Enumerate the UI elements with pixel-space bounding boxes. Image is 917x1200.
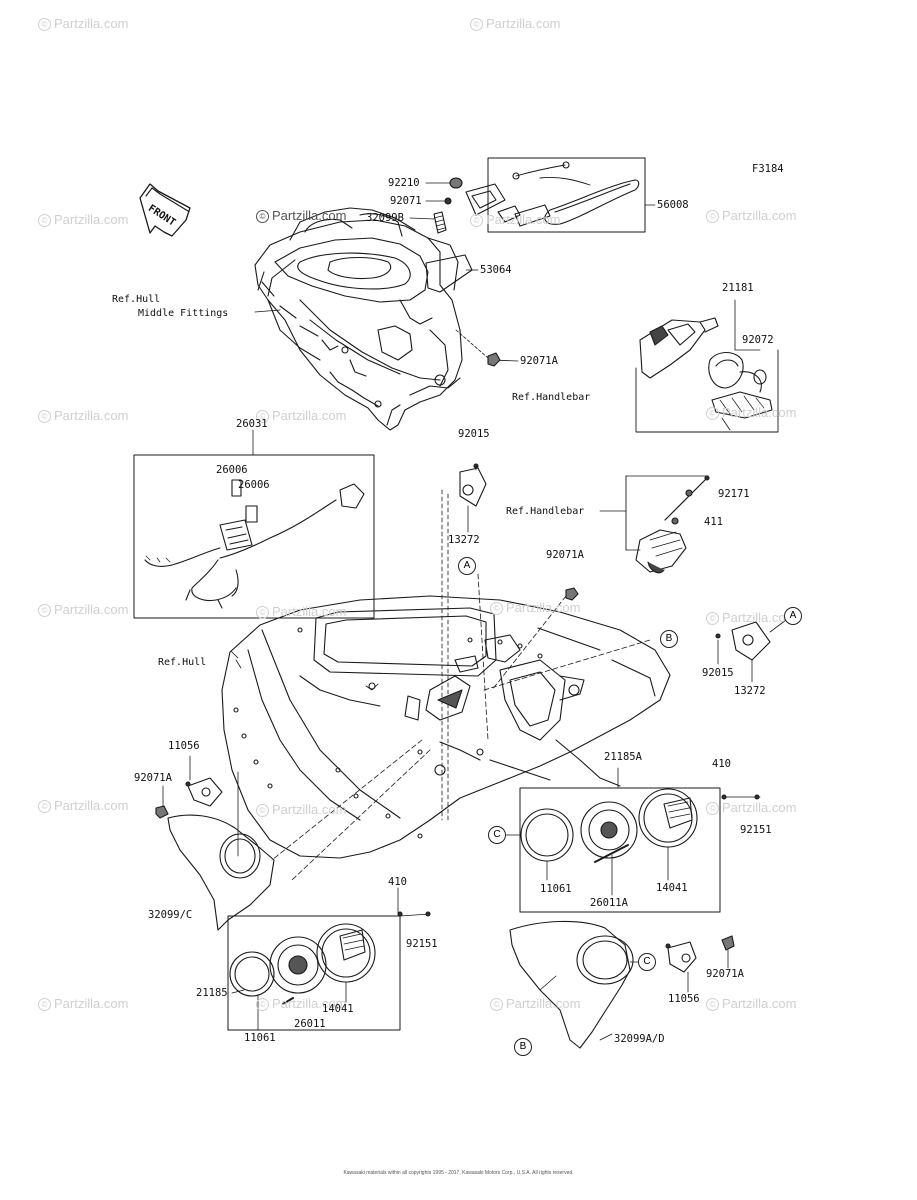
- callout-a: A: [458, 557, 476, 575]
- part-label: 92015: [458, 428, 490, 440]
- watermark: ©Partzilla.com: [706, 996, 796, 1011]
- watermark: ©Partzilla.com: [38, 996, 128, 1011]
- part-label: 410: [388, 876, 407, 888]
- watermark: ©Partzilla.com: [256, 802, 346, 817]
- hull-drawing: [221, 595, 671, 859]
- watermark: ©Partzilla.com: [256, 408, 346, 423]
- copyright-notice: Kawasaki materials within all copyrights…: [343, 1170, 574, 1176]
- watermark: ©Partzilla.com: [490, 996, 580, 1011]
- part-label: 92210: [388, 177, 420, 189]
- part-label: 92015: [702, 667, 734, 679]
- part-label: 21185A: [604, 751, 642, 763]
- watermark: ©Partzilla.com: [256, 208, 346, 223]
- part-label: 92151: [406, 938, 438, 950]
- ref-handlebar-upper: Ref.Handlebar: [512, 392, 591, 403]
- ref-middle-fittings: Middle Fittings: [138, 308, 229, 319]
- part-label: 14041: [656, 882, 688, 894]
- part-label: 411: [704, 516, 723, 528]
- watermark: ©Partzilla.com: [706, 800, 796, 815]
- part-label: 11056: [168, 740, 200, 752]
- dashed-reference-lines: [271, 573, 651, 881]
- front-arrow-icon: [139, 183, 191, 237]
- part-label: 92072: [742, 334, 774, 346]
- leader-lines: [254, 182, 656, 362]
- switch-21181-drawing: [635, 299, 779, 433]
- diagram-code: F3184: [752, 163, 784, 175]
- part-label: 32099A/D: [614, 1033, 665, 1045]
- cover-32099c-drawing: [155, 755, 275, 931]
- watermark: ©Partzilla.com: [38, 408, 128, 423]
- part-label: 26031: [236, 418, 268, 430]
- watermark: ©Partzilla.com: [256, 996, 346, 1011]
- watermark: ©Partzilla.com: [470, 212, 560, 227]
- watermark: ©Partzilla.com: [490, 600, 580, 615]
- watermark: ©Partzilla.com: [38, 602, 128, 617]
- nut-92071a-top: [487, 352, 501, 367]
- part-label: 21185: [196, 987, 228, 999]
- part-label: 53064: [480, 264, 512, 276]
- part-label: 14041: [322, 1003, 354, 1015]
- ref-hull: Ref.Hull: [158, 657, 207, 668]
- part-label: 26006: [216, 464, 248, 476]
- ref-hull-middle: Ref.Hull: [112, 294, 161, 305]
- bracket-13272-upper: [441, 463, 487, 821]
- cover-32099ad-drawing: [509, 920, 735, 1049]
- part-label: 410: [712, 758, 731, 770]
- part-label: 92071A: [546, 549, 584, 561]
- bracket-13272-right: [715, 619, 787, 683]
- watermark: ©Partzilla.com: [38, 16, 128, 31]
- nut-92071a-mid: [565, 587, 579, 601]
- callout-b: B: [514, 1038, 532, 1056]
- callout-c: C: [488, 826, 506, 844]
- part-label: 26006: [238, 479, 270, 491]
- watermark: ©Partzilla.com: [706, 610, 796, 625]
- watermark: ©Partzilla.com: [706, 208, 796, 223]
- middle-fittings-drawing: [254, 207, 463, 431]
- part-label: 32099/C: [148, 909, 193, 921]
- part-label: 26011: [294, 1018, 326, 1030]
- part-label: 92071A: [706, 968, 744, 980]
- harness-26031-box: [133, 429, 375, 619]
- watermark: ©Partzilla.com: [38, 798, 128, 813]
- watermark: ©Partzilla.com: [470, 16, 560, 31]
- part-label: 92071: [390, 195, 422, 207]
- ref-handlebar-lower: Ref.Handlebar: [506, 506, 585, 517]
- part-label: 26011A: [590, 897, 628, 909]
- watermark: ©Partzilla.com: [38, 212, 128, 227]
- part-label: 32099B: [366, 212, 404, 224]
- part-label: 13272: [734, 685, 766, 697]
- part-label: 92171: [718, 488, 750, 500]
- callout-b: B: [660, 630, 678, 648]
- watermark: ©Partzilla.com: [256, 604, 346, 619]
- speaker-411-drawing: [599, 475, 710, 574]
- callout-c: C: [638, 953, 656, 971]
- part-label: 92071A: [520, 355, 558, 367]
- part-label: 92071A: [134, 772, 172, 784]
- top-hardware: [425, 177, 473, 293]
- callout-a: A: [784, 607, 802, 625]
- part-label: 92151: [740, 824, 772, 836]
- part-label: 11056: [668, 993, 700, 1005]
- speaker-21185a-box: [505, 767, 761, 913]
- speaker-21185-box: [227, 887, 431, 1031]
- part-label: 56008: [657, 199, 689, 211]
- part-label: 11061: [540, 883, 572, 895]
- part-label: 21181: [722, 282, 754, 294]
- part-label: 11061: [244, 1032, 276, 1044]
- part-label: 13272: [448, 534, 480, 546]
- kit-56008-box: [465, 157, 646, 233]
- watermark: ©Partzilla.com: [706, 405, 796, 420]
